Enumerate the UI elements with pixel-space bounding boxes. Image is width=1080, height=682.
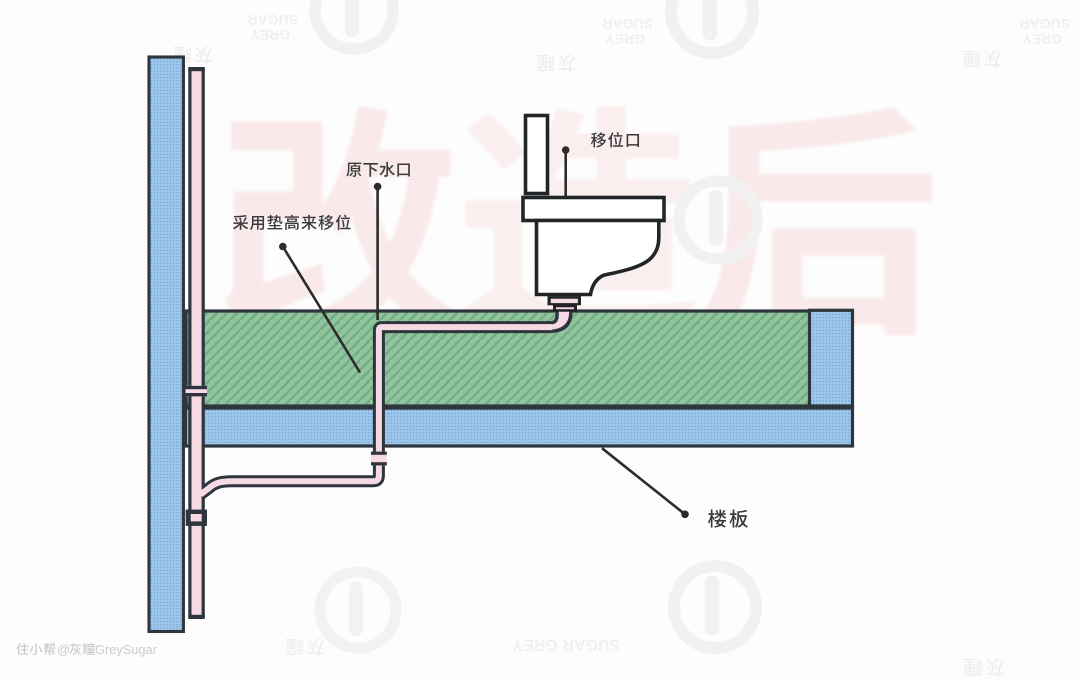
svg-text:SUGAR: SUGAR <box>247 12 298 28</box>
svg-text:GREY: GREY <box>605 31 645 47</box>
svg-text:GREY: GREY <box>250 27 290 43</box>
svg-text:SUGAR GREY: SUGAR GREY <box>512 636 620 653</box>
svg-text:SUGAR: SUGAR <box>602 16 653 32</box>
svg-text:@: @ <box>57 642 70 657</box>
svg-text:GreySugar: GreySugar <box>95 642 158 657</box>
svg-text:GREY: GREY <box>1022 31 1062 47</box>
svg-text:SUGAR: SUGAR <box>1019 16 1070 32</box>
